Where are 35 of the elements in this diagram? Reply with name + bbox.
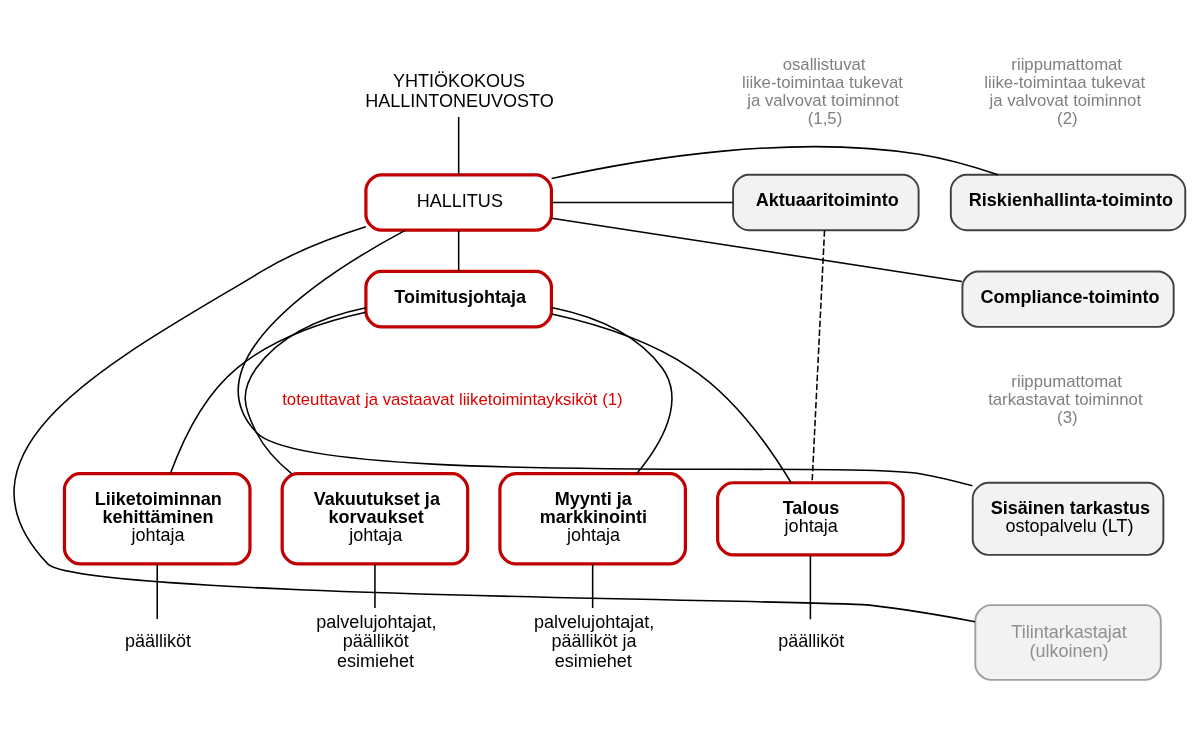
node-text: palvelujohtajat, päälliköt esimiehet <box>316 611 437 671</box>
node-box: HALLITUS <box>364 173 554 232</box>
node-text: päälliköt <box>125 631 192 652</box>
label: osallistuvat liike-toimintaa tukevat ja valvovat toiminnot (1,5) <box>742 54 904 128</box>
connector <box>457 116 460 176</box>
node-box: Toimitusjohtaja <box>364 269 554 329</box>
connector <box>244 306 367 475</box>
node-text: YHTIÖKOKOUS HALLINTONEUVOSTO <box>365 71 554 111</box>
connector <box>374 563 376 609</box>
node-box: Sisäinen tarkastus ostopalvelu (LT) <box>971 481 1165 556</box>
label: toteuttavat ja vastaavat liiketoimintayksiköt (1) <box>282 389 623 409</box>
node-text: päälliköt <box>778 631 845 652</box>
connector <box>237 229 974 487</box>
node-box: Riskienhallinta-toiminto <box>949 173 1187 232</box>
label: riippumattomat tarkastavat toiminnot (3) <box>988 371 1143 427</box>
connector <box>809 554 812 620</box>
connector <box>14 225 976 623</box>
node-box: Tilintarkastajat (ulkoinen) <box>974 604 1162 681</box>
node-box: Compliance-toiminto <box>961 270 1175 328</box>
connector <box>550 217 963 283</box>
connector <box>550 201 734 204</box>
connector <box>457 229 460 273</box>
connector <box>156 563 158 620</box>
node-box: Aktuaaritoiminto <box>732 173 920 232</box>
label: riippumattomat liike-toimintaa tukevat ja valvovat toiminnot (2) <box>984 54 1146 128</box>
connector <box>591 563 594 609</box>
connector <box>551 313 792 484</box>
node-box: Liiketoiminnan kehittäminen johtaja <box>62 472 252 566</box>
node-text: palvelujohtajat, päälliköt ja esimiehet <box>534 611 655 671</box>
connector <box>550 306 673 475</box>
connector <box>169 311 367 475</box>
node-box: Vakuutukset ja korvaukset johtaja <box>280 472 470 566</box>
node-box: Talous johtaja <box>716 481 905 557</box>
node-box: Myynti ja markkinointi johtaja <box>498 472 688 566</box>
connector <box>550 145 999 180</box>
